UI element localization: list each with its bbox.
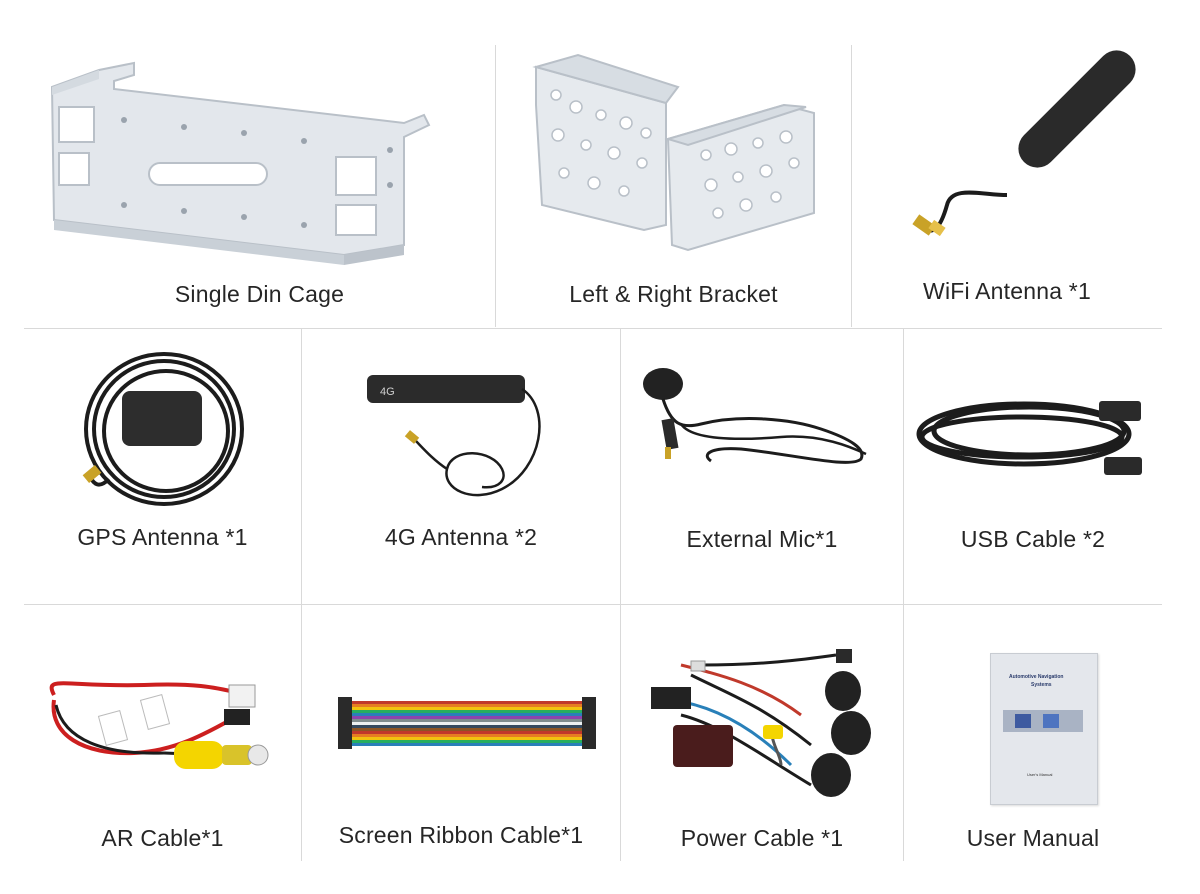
usb-cable-label: USB Cable *2 bbox=[960, 526, 1106, 552]
divider-h-2 bbox=[24, 604, 1162, 605]
divider-v-row3-a bbox=[301, 605, 302, 861]
4g-antenna-image: 4G bbox=[367, 375, 541, 497]
item-ar-cable: AR Cable*1 bbox=[24, 605, 301, 861]
manual-title-line1: Automotive Navigation bbox=[1009, 674, 1064, 680]
divider-v-row3-b bbox=[620, 605, 621, 861]
item-gps-antenna: GPS Antenna *1 bbox=[24, 329, 301, 604]
usb-cable-image bbox=[916, 401, 1142, 475]
user-manual-cover: Automotive Navigation Systems User's Man… bbox=[990, 653, 1098, 805]
item-4g-antenna: 4G 4G Antenna *2 bbox=[302, 329, 620, 604]
screen-ribbon-cable-image bbox=[338, 697, 596, 749]
item-user-manual: Automotive Navigation Systems User's Man… bbox=[904, 605, 1162, 861]
wifi-antenna-label: WiFi Antenna *1 bbox=[923, 278, 1091, 304]
divider-v-row1-b bbox=[851, 45, 852, 327]
item-usb-cable: USB Cable *2 bbox=[904, 329, 1162, 604]
divider-v-row2-b bbox=[620, 329, 621, 604]
divider-v-row3-c bbox=[903, 605, 904, 861]
manual-subtitle: User's Manual bbox=[1027, 772, 1053, 777]
screen-ribbon-cable-label: Screen Ribbon Cable*1 bbox=[338, 822, 584, 848]
divider-h-1 bbox=[24, 328, 1162, 329]
4g-antenna-label: 4G Antenna *2 bbox=[384, 524, 538, 550]
ar-cable-image bbox=[49, 681, 269, 769]
left-right-bracket-image bbox=[532, 53, 815, 252]
divider-v-row2-a bbox=[301, 329, 302, 604]
external-mic-label: External Mic*1 bbox=[686, 526, 838, 552]
divider-v-row2-c bbox=[903, 329, 904, 604]
manual-screen-a bbox=[1015, 714, 1031, 728]
external-mic-image bbox=[643, 368, 867, 464]
svg-text:4G: 4G bbox=[380, 386, 395, 398]
user-manual-label: User Manual bbox=[966, 825, 1100, 851]
single-din-cage-image bbox=[50, 61, 431, 265]
single-din-cage-label: Single Din Cage bbox=[174, 281, 345, 307]
ar-cable-label: AR Cable*1 bbox=[101, 825, 224, 851]
wifi-antenna-image bbox=[912, 50, 1136, 237]
item-power-cable: Power Cable *1 bbox=[621, 605, 903, 861]
item-screen-ribbon-cable: Screen Ribbon Cable*1 bbox=[302, 605, 620, 861]
manual-screen-b bbox=[1043, 714, 1059, 728]
item-single-din-cage: Single Din Cage bbox=[24, 45, 495, 328]
divider-v-row1-a bbox=[495, 45, 496, 327]
item-left-right-bracket: Left & Right Bracket bbox=[496, 45, 851, 328]
item-external-mic: External Mic*1 bbox=[621, 329, 903, 604]
power-cable-image bbox=[651, 649, 871, 797]
power-cable-label: Power Cable *1 bbox=[680, 825, 844, 851]
gps-antenna-label: GPS Antenna *1 bbox=[77, 524, 248, 550]
gps-antenna-image bbox=[82, 352, 244, 506]
manual-title-line2: Systems bbox=[1031, 682, 1052, 688]
left-right-bracket-label: Left & Right Bracket bbox=[569, 281, 778, 307]
item-wifi-antenna: WiFi Antenna *1 bbox=[852, 45, 1162, 328]
